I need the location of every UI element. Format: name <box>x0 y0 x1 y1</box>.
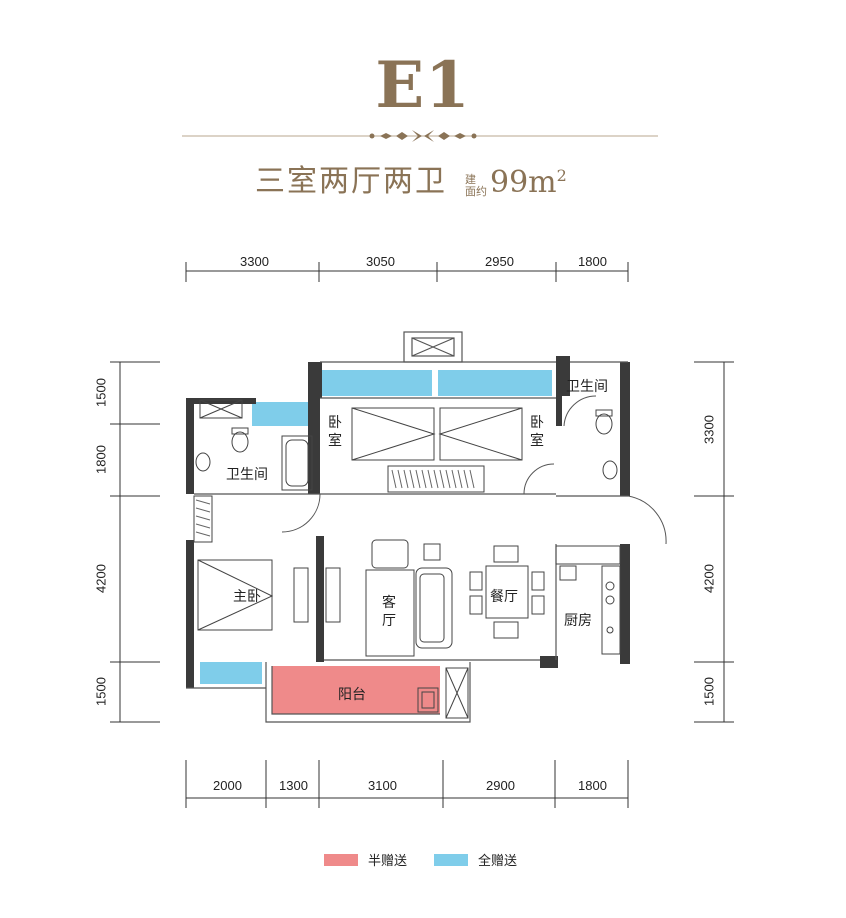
subtitle-row: 三室两厅两卫 建 面约 99m2 <box>255 158 567 200</box>
bedroom-furniture <box>193 407 523 631</box>
legend-full-gift-label: 全赠送 <box>478 854 518 869</box>
room-dining: 餐厅 <box>490 589 518 605</box>
balcony-fixtures <box>417 667 469 719</box>
room-bathroom-right: 卫生间 <box>566 379 608 395</box>
dim-top-1: 3300 <box>240 254 269 269</box>
dim-left-4: 1500 <box>93 677 109 706</box>
area-unit-sup: 2 <box>556 166 567 185</box>
legend-half-gift-label: 半赠送 <box>368 854 408 869</box>
room-bedroom-right-1: 卧 <box>530 415 544 431</box>
legend-half-gift: 半赠送 <box>324 850 407 869</box>
dim-left-1: 1500 <box>93 378 109 407</box>
legend-full-gift: 全赠送 <box>434 850 517 869</box>
room-balcony: 阳台 <box>338 687 366 703</box>
area-label-line2: 面约 <box>465 185 487 198</box>
wardrobe-hangers <box>195 469 475 537</box>
dim-top-4: 1800 <box>578 254 607 269</box>
full-gift-areas <box>200 370 552 684</box>
room-living-1: 客 <box>382 595 396 611</box>
dim-top-3: 2950 <box>485 254 514 269</box>
dim-right-3: 1500 <box>701 677 717 706</box>
kitchen-fixtures <box>555 545 621 655</box>
half-gift-balcony <box>272 666 440 714</box>
doors <box>281 395 667 545</box>
bottom-dimension-lines <box>185 760 629 808</box>
room-bedroom-left-2: 室 <box>328 433 342 449</box>
left-dimension-lines <box>110 361 160 723</box>
wall-outlines <box>186 331 628 723</box>
dim-left-3: 4200 <box>93 564 109 593</box>
area-value: 99m2 <box>490 165 567 200</box>
legend-full-gift-swatch <box>434 853 468 866</box>
dim-bottom-3: 3100 <box>368 778 397 793</box>
dim-right-2: 4200 <box>701 564 717 593</box>
room-master-bedroom: 主卧 <box>233 589 261 605</box>
dim-bottom-2: 1300 <box>279 778 308 793</box>
room-kitchen: 厨房 <box>564 613 592 629</box>
dim-bottom-5: 1800 <box>578 778 607 793</box>
room-bedroom-left-1: 卧 <box>328 415 342 431</box>
dim-bottom-1: 2000 <box>213 778 242 793</box>
dim-top-2: 3050 <box>366 254 395 269</box>
top-dimension-lines <box>185 262 629 282</box>
area-label: 建 面约 <box>465 174 487 198</box>
area-number: 99m <box>490 165 557 200</box>
dim-left-2: 1800 <box>93 445 109 474</box>
room-bedroom-right-2: 室 <box>530 433 544 449</box>
layout-type: 三室两厅两卫 <box>255 164 447 199</box>
living-dining-furniture <box>365 539 545 657</box>
bathroom-fixtures <box>195 399 618 491</box>
right-dimension-lines <box>694 361 734 723</box>
area-label-line1: 建 <box>465 173 476 186</box>
room-bathroom-left: 卫生间 <box>226 467 268 483</box>
unit-title: E1 <box>375 48 471 123</box>
legend-half-gift-swatch <box>324 853 358 866</box>
walls <box>186 356 630 688</box>
room-living-2: 厅 <box>382 613 396 629</box>
dim-right-1: 3300 <box>701 415 717 444</box>
dim-bottom-4: 2900 <box>486 778 515 793</box>
